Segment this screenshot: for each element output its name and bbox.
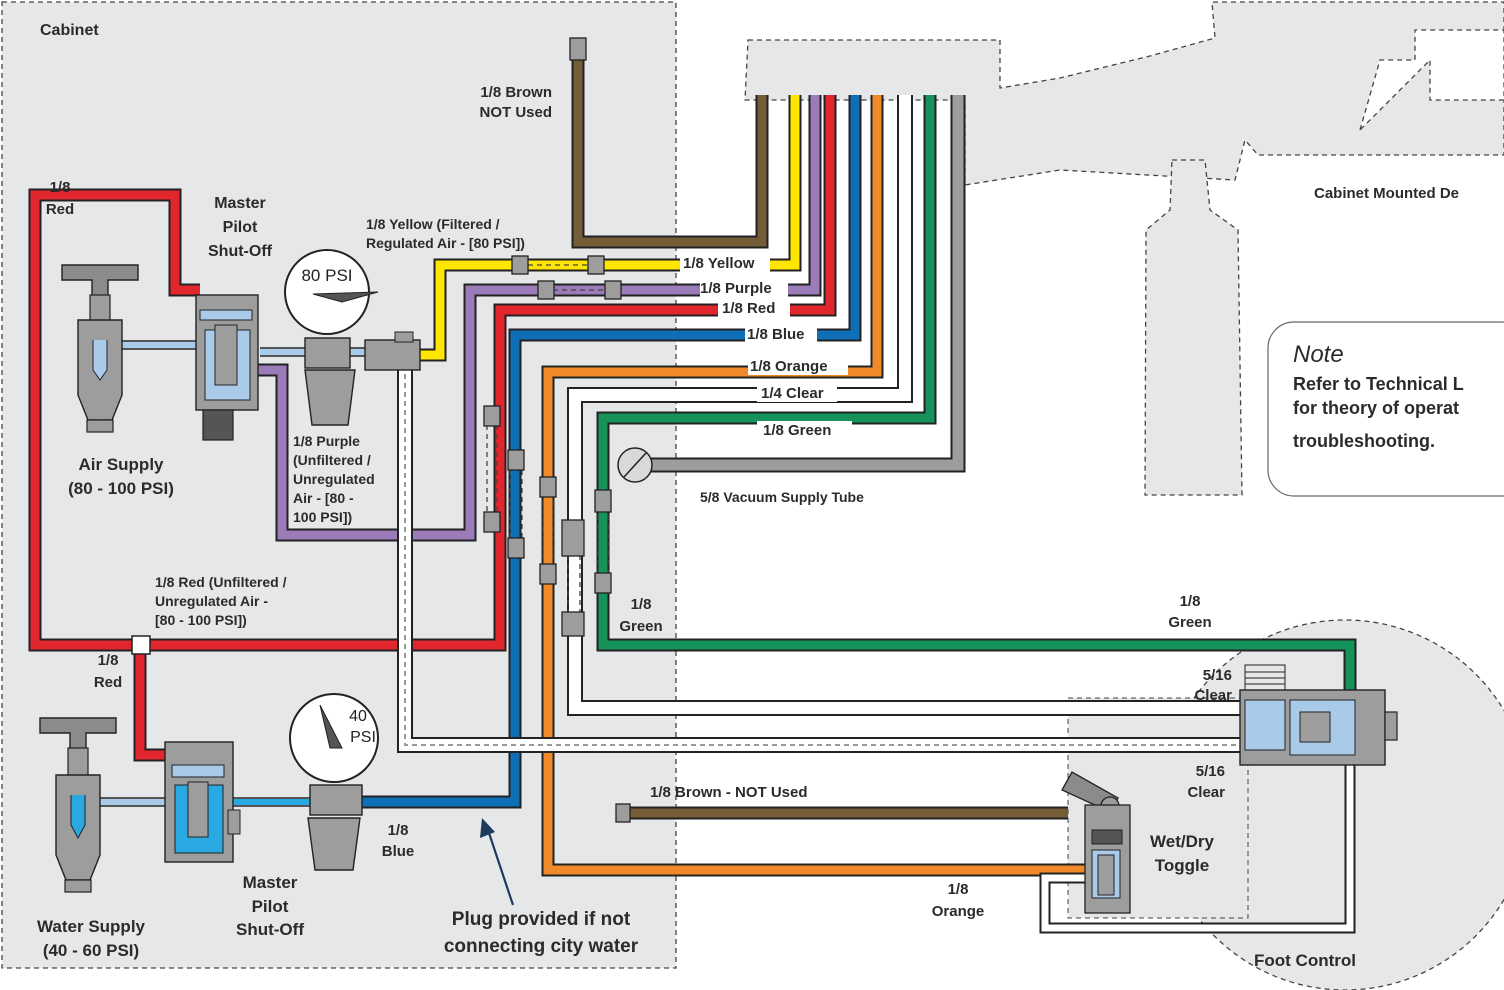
green-mid-label-1: 1/8 xyxy=(631,596,652,613)
note-title: Note xyxy=(1293,341,1344,368)
red-mid-label-3: [80 - 100 PSI]) xyxy=(155,612,247,628)
red-low-label-2: Red xyxy=(94,674,122,691)
master-pilot-lower-icon xyxy=(164,741,241,863)
master-top-label-1: Master xyxy=(214,195,266,212)
cabinet-mounted-canister xyxy=(1144,159,1243,496)
red-top-label-1: 1/8 xyxy=(50,179,71,196)
dashed-connectors xyxy=(486,264,610,615)
master-bot-label-1: Master xyxy=(243,873,298,892)
brown-tube-top xyxy=(571,60,769,249)
plug-arrow-icon xyxy=(480,818,515,906)
orange-low-label-2: Orange xyxy=(932,903,985,920)
filter-regulator-icon xyxy=(364,331,421,371)
yellow-note-label-1: 1/8 Yellow (Filtered / xyxy=(366,216,500,232)
gauge-80-psi-icon: 80 PSI xyxy=(284,249,379,426)
cabinet-mounted-device-inner xyxy=(1358,29,1504,133)
brown-top-label-1: 1/8 Brown xyxy=(480,84,552,101)
master-bot-label-2: Pilot xyxy=(252,897,289,916)
fittings xyxy=(483,37,631,823)
clear-top-label-2: Clear xyxy=(1194,687,1232,704)
red-tee-junction xyxy=(131,635,151,655)
note-line-3: troubleshooting. xyxy=(1293,431,1435,451)
note-line-1: Refer to Technical L xyxy=(1293,374,1464,394)
air-supply-label-1: Air Supply xyxy=(78,455,164,474)
red-low-label-1: 1/8 xyxy=(98,652,119,669)
water-supply-label-2: (40 - 60 PSI) xyxy=(43,941,139,960)
foot-control-valve-icon xyxy=(1239,664,1398,766)
note-box xyxy=(1267,321,1504,497)
purple-note-label-2: (Unfiltered / xyxy=(293,452,371,468)
master-top-label-2: Pilot xyxy=(223,219,258,236)
purple-note-label-1: 1/8 Purple xyxy=(293,433,360,449)
tube-red-label: 1/8 Red xyxy=(722,300,775,317)
vacuum-tube xyxy=(650,95,966,473)
master-bot-label-3: Shut-Off xyxy=(236,920,304,939)
tube-label-plates xyxy=(680,254,852,439)
note-line-2: for theory of operat xyxy=(1293,398,1459,418)
cabinet-mounted-label: Cabinet Mounted De xyxy=(1314,185,1459,202)
green-mid-label-2: Green xyxy=(619,618,662,635)
water-supply-label-1: Water Supply xyxy=(37,917,146,936)
gauge-40-unit: PSI xyxy=(350,729,376,746)
vacuum-label: 5/8 Vacuum Supply Tube xyxy=(700,489,864,505)
green-tube xyxy=(596,95,1357,690)
tube-orange-label: 1/8 Orange xyxy=(750,358,828,375)
red-top-label-2: Red xyxy=(46,201,74,218)
red-mid-label-1: 1/8 Red (Unfiltered / xyxy=(155,574,287,590)
green-right-label-1: 1/8 xyxy=(1180,593,1201,610)
tube-blue-label: 1/8 Blue xyxy=(747,326,805,343)
red-mid-label-2: Unregulated Air - xyxy=(155,593,268,609)
wetdry-label-1: Wet/Dry xyxy=(1150,832,1214,851)
water-supply-valve-icon xyxy=(39,717,117,893)
plug-note-label-2: connecting city water xyxy=(444,936,639,957)
vacuum-valve-icon xyxy=(617,447,653,483)
blue-tube xyxy=(360,95,862,809)
tube-green-label: 1/8 Green xyxy=(763,422,831,439)
purple-note-label-3: Unregulated xyxy=(293,471,375,487)
wetdry-label-2: Toggle xyxy=(1155,856,1209,875)
clear-5-16-tube xyxy=(397,365,1245,753)
yellow-tube xyxy=(420,95,802,362)
brown-top-label-2: NOT Used xyxy=(479,104,552,121)
plug-note-label-1: Plug provided if not xyxy=(452,909,631,930)
clear-top-label-1: 5/16 xyxy=(1203,667,1232,684)
purple-tube xyxy=(258,95,822,542)
foot-control-label: Foot Control xyxy=(1254,951,1356,970)
tube-purple-label: 1/8 Purple xyxy=(700,280,772,297)
cabinet-label: Cabinet xyxy=(40,22,99,39)
orange-tube xyxy=(541,95,1085,877)
clear-bot-label-2: Clear xyxy=(1187,784,1225,801)
gauge-80-label: 80 PSI xyxy=(301,266,352,285)
wet-dry-toggle-icon xyxy=(1061,771,1131,914)
blue-low-label-1: 1/8 xyxy=(388,822,409,839)
tube-clear-label: 1/4 Clear xyxy=(761,385,824,402)
yellow-note-label-2: Regulated Air - [80 PSI]) xyxy=(366,235,525,251)
clear-tube xyxy=(567,95,1245,716)
air-supply-label-2: (80 - 100 PSI) xyxy=(68,479,174,498)
gauge-40-psi-icon: 40 PSI xyxy=(289,693,379,871)
brown-low-label: 1/8 Brown - NOT Used xyxy=(650,784,808,801)
green-right-label-2: Green xyxy=(1168,614,1211,631)
foot-loop-tube xyxy=(1039,760,1356,934)
blue-low-label-2: Blue xyxy=(382,843,415,860)
purple-note-label-4: Air - [80 - xyxy=(293,490,354,506)
air-supply-valve-icon xyxy=(61,264,139,433)
purple-note-label-5: 100 PSI]) xyxy=(293,509,352,525)
orange-low-label-1: 1/8 xyxy=(948,881,969,898)
gauge-40-value: 40 xyxy=(349,708,367,725)
tube-yellow-label: 1/8 Yellow xyxy=(683,255,755,272)
master-pilot-upper-icon xyxy=(195,294,259,441)
clear-bot-label-1: 5/16 xyxy=(1196,763,1225,780)
master-top-label-3: Shut-Off xyxy=(208,243,273,260)
red-tube-water xyxy=(133,645,172,762)
